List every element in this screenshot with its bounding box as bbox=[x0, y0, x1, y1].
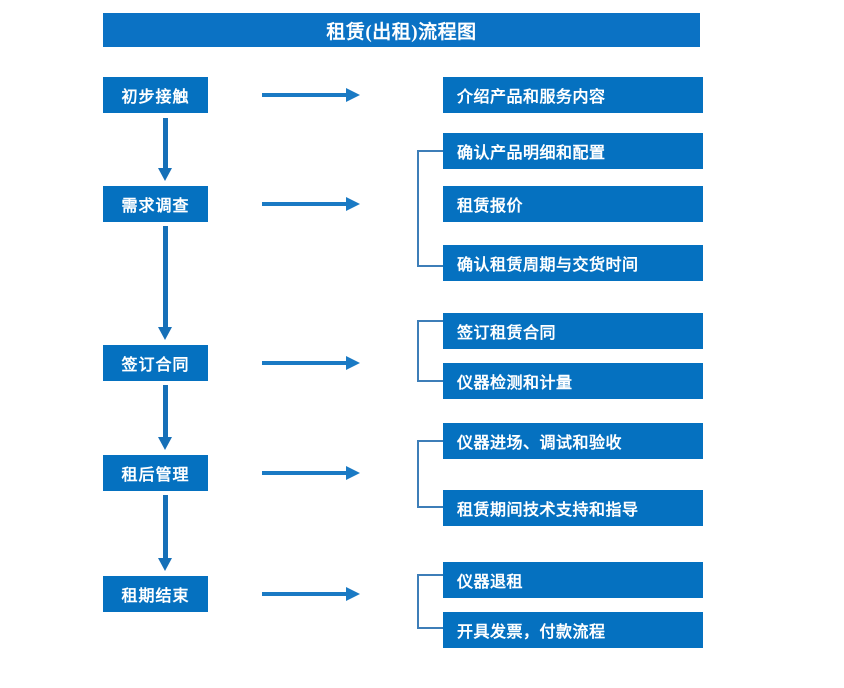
detail-box-instrument-return[interactable]: 仪器退租 bbox=[443, 562, 703, 598]
detail-box-sign-rental-contract[interactable]: 签订租赁合同 bbox=[443, 313, 703, 349]
group-bracket-post-rental-mgmt bbox=[417, 440, 443, 508]
stage-box-post-rental-mgmt[interactable]: 租后管理 bbox=[103, 455, 208, 491]
detail-box-instrument-inspection[interactable]: 仪器检测和计量 bbox=[443, 363, 703, 399]
vertical-arrow-3 bbox=[152, 385, 178, 451]
horizontal-arrow-2 bbox=[262, 197, 360, 211]
detail-box-instrument-onsite[interactable]: 仪器进场、调试和验收 bbox=[443, 423, 703, 459]
detail-box-confirm-spec-config[interactable]: 确认产品明细和配置 bbox=[443, 133, 703, 169]
group-bracket-sign-contract bbox=[417, 320, 443, 382]
vertical-arrow-2 bbox=[152, 226, 178, 341]
stage-box-initial-contact[interactable]: 初步接触 bbox=[103, 77, 208, 113]
detail-box-confirm-period-delivery[interactable]: 确认租赁周期与交货时间 bbox=[443, 245, 703, 281]
vertical-arrow-1 bbox=[152, 118, 178, 182]
group-bracket-rental-end bbox=[417, 574, 443, 629]
vertical-arrow-4 bbox=[152, 495, 178, 572]
stage-box-sign-contract[interactable]: 签订合同 bbox=[103, 345, 208, 381]
horizontal-arrow-1 bbox=[262, 88, 360, 102]
detail-box-invoice-payment[interactable]: 开具发票，付款流程 bbox=[443, 612, 703, 648]
horizontal-arrow-5 bbox=[262, 587, 360, 601]
detail-box-rental-quote[interactable]: 租赁报价 bbox=[443, 186, 703, 222]
page-title: 租赁(出租)流程图 bbox=[103, 13, 700, 47]
detail-box-introduce-products[interactable]: 介绍产品和服务内容 bbox=[443, 77, 703, 113]
horizontal-arrow-4 bbox=[262, 466, 360, 480]
stage-box-needs-survey[interactable]: 需求调查 bbox=[103, 186, 208, 222]
group-bracket-needs-survey bbox=[417, 150, 443, 267]
stage-box-rental-end[interactable]: 租期结束 bbox=[103, 576, 208, 612]
detail-box-technical-support[interactable]: 租赁期间技术支持和指导 bbox=[443, 490, 703, 526]
horizontal-arrow-3 bbox=[262, 356, 360, 370]
